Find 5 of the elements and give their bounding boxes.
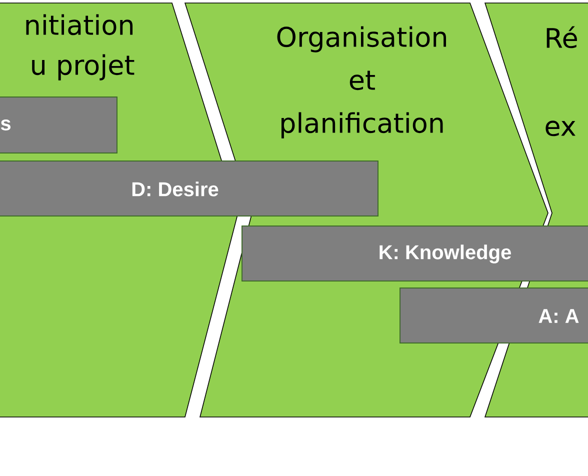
bar: s (0, 96, 118, 154)
node-label: Ré ex (546, 26, 577, 136)
bar: K: Knowledge (242, 226, 588, 282)
bar: A: A (400, 288, 588, 344)
bar: D: Desire (0, 160, 378, 216)
